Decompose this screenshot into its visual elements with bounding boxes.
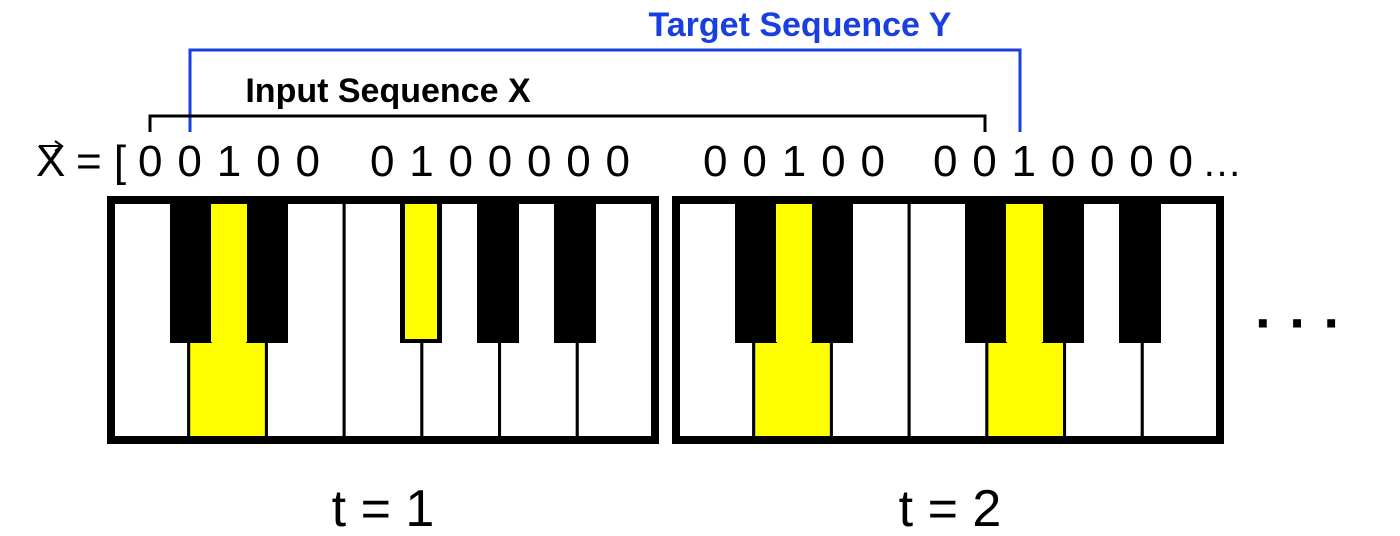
inline-ellipsis: …	[1202, 141, 1242, 185]
target-bracket-line	[188, 48, 1022, 132]
sequence-group-2: 0 1 0 0 0 0 0	[370, 137, 630, 186]
keyboard-t2	[672, 196, 1224, 444]
keyboard-frame	[107, 196, 659, 444]
input-sequence-label: Input Sequence X	[245, 72, 531, 110]
keyboard-t1	[107, 196, 659, 444]
sequence-group-3: 0 0 1 0 0	[703, 137, 885, 186]
sequence-vector: X = [ 0 0 1 0 0 0 1 0 0 0 0 0 0 0 1 0 0 …	[36, 137, 1242, 186]
black-key	[1119, 199, 1161, 343]
white-key-highlight-strip	[211, 202, 247, 342]
sequence-group-4: 0 0 1 0 0 0 0	[933, 137, 1193, 186]
black-key	[554, 199, 596, 343]
black-key	[477, 199, 519, 343]
black-key	[170, 199, 212, 343]
white-key-highlight-strip	[1006, 202, 1043, 342]
vector-arrow-icon	[39, 140, 64, 152]
black-key	[965, 199, 1007, 343]
timestep-label-2: t = 2	[899, 480, 1002, 536]
equals-bracket: = [	[76, 137, 126, 186]
white-key-highlight-strip	[776, 202, 812, 342]
black-key-highlight	[403, 201, 439, 341]
input-sequence-bracket: Input Sequence X	[148, 72, 987, 132]
black-key	[735, 199, 777, 343]
target-sequence-bracket: Target Sequence Y	[188, 6, 1022, 132]
sequence-group-1: 0 0 1 0 0	[138, 137, 320, 186]
input-bracket-line	[148, 114, 987, 132]
timestep-label-1: t = 1	[332, 480, 435, 536]
continuation-ellipsis: · · ·	[1255, 291, 1342, 354]
black-key	[1042, 199, 1084, 343]
target-sequence-label: Target Sequence Y	[649, 6, 952, 44]
black-key	[246, 199, 288, 343]
black-key	[811, 199, 853, 343]
keyboard-frame	[672, 196, 1224, 444]
